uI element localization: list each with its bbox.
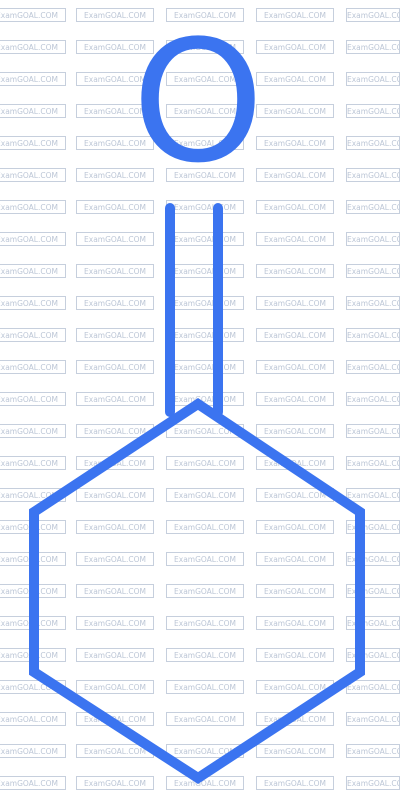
watermark-tile: ExamGOAL.COM [166, 456, 244, 470]
watermark-tile: ExamGOAL.COM [166, 136, 244, 150]
watermark-tile: ExamGOAL.COM [76, 328, 154, 342]
watermark-tile: ExamGOAL.COM [166, 648, 244, 662]
oxygen-atom-label: O [132, 4, 264, 200]
watermark-tile: ExamGOAL.COM [256, 552, 334, 566]
watermark-tile: ExamGOAL.COM [166, 72, 244, 86]
watermark-tile: ExamGOAL.COM [76, 296, 154, 310]
watermark-tile: ExamGOAL.COM [0, 392, 66, 406]
watermark-tile: ExamGOAL.COM [76, 520, 154, 534]
watermark-tile: ExamGOAL.COM [0, 200, 66, 214]
watermark-tile: ExamGOAL.COM [76, 104, 154, 118]
watermark-tile: ExamGOAL.COM [0, 296, 66, 310]
watermark-tile: ExamGOAL.COM [0, 40, 66, 54]
watermark-tile: ExamGOAL.COM [166, 616, 244, 630]
watermark-tile: ExamGOAL.COM [76, 488, 154, 502]
watermark-tile: ExamGOAL.COM [256, 296, 334, 310]
watermark-tile: ExamGOAL.COM [166, 40, 244, 54]
watermark-tile: ExamGOAL.COM [76, 616, 154, 630]
watermark-tile: ExamGOAL.COM [256, 264, 334, 278]
watermark-tile: ExamGOAL.COM [256, 328, 334, 342]
watermark-tile: ExamGOAL.COM [256, 584, 334, 598]
watermark-tile: ExamGOAL.COM [76, 360, 154, 374]
cyclohexane-ring [29, 398, 365, 784]
watermark-tile: ExamGOAL.COM [256, 744, 334, 758]
watermark-tile: ExamGOAL.COM [166, 168, 244, 182]
watermark-tile: ExamGOAL.COM [76, 552, 154, 566]
watermark-tile: ExamGOAL.COM [166, 520, 244, 534]
watermark-tile: ExamGOAL.COM [0, 424, 66, 438]
watermark-tile: ExamGOAL.COM [256, 232, 334, 246]
watermark-tile: ExamGOAL.COM [76, 232, 154, 246]
watermark-tile: ExamGOAL.COM [256, 776, 334, 790]
watermark-tile: ExamGOAL.COM [256, 520, 334, 534]
watermark-tile: ExamGOAL.COM [0, 264, 66, 278]
watermark-tile: ExamGOAL.COM [76, 264, 154, 278]
watermark-tile: ExamGOAL.COM [0, 776, 66, 790]
watermark-tile: ExamGOAL.COM [0, 136, 66, 150]
watermark-tile: ExamGOAL.COM [76, 680, 154, 694]
watermark-tile: ExamGOAL.COM [76, 168, 154, 182]
watermark-tile: ExamGOAL.COM [256, 616, 334, 630]
watermark-tile: ExamGOAL.COM [76, 648, 154, 662]
watermark-tile: ExamGOAL.COM [166, 488, 244, 502]
watermark-tile: ExamGOAL.COM [0, 8, 66, 22]
watermark-tile: ExamGOAL.COM [256, 392, 334, 406]
watermark-tile: ExamGOAL.COM [166, 8, 244, 22]
watermark-tile: ExamGOAL.COM [256, 200, 334, 214]
watermark-tile: ExamGOAL.COM [256, 104, 334, 118]
watermark-tile: ExamGOAL.COM [76, 72, 154, 86]
watermark-tile: ExamGOAL.COM [166, 680, 244, 694]
watermark-tile: ExamGOAL.COM [166, 584, 244, 598]
watermark-tile: ExamGOAL.COM [256, 648, 334, 662]
watermark-tile: ExamGOAL.COM [256, 424, 334, 438]
watermark-tile: ExamGOAL.COM [76, 40, 154, 54]
watermark-tile: ExamGOAL.COM [256, 136, 334, 150]
watermark-tile: ExamGOAL.COM [0, 104, 66, 118]
watermark-tile: ExamGOAL.COM [256, 8, 334, 22]
watermark-tile: ExamGOAL.COM [256, 168, 334, 182]
watermark-tile: ExamGOAL.COM [166, 712, 244, 726]
watermark-tile: ExamGOAL.COM [256, 72, 334, 86]
watermark-tile: ExamGOAL.COM [76, 136, 154, 150]
watermark-tile: ExamGOAL.COM [76, 200, 154, 214]
watermark-tile: ExamGOAL.COM [0, 360, 66, 374]
watermark-tile: ExamGOAL.COM [0, 744, 66, 758]
watermark-tile: ExamGOAL.COM [76, 392, 154, 406]
watermark-tile: ExamGOAL.COM [256, 360, 334, 374]
watermark-tile: ExamGOAL.COM [166, 104, 244, 118]
watermark-tile: ExamGOAL.COM [76, 8, 154, 22]
watermark-tile: ExamGOAL.COM [256, 40, 334, 54]
watermark-tile: ExamGOAL.COM [166, 552, 244, 566]
watermark-tile: ExamGOAL.COM [76, 776, 154, 790]
watermark-tile: ExamGOAL.COM [0, 328, 66, 342]
watermark-tile: ExamGOAL.COM [0, 712, 66, 726]
watermark-tile: ExamGOAL.COM [0, 456, 66, 470]
watermark-tile: ExamGOAL.COM [76, 584, 154, 598]
watermark-tile: ExamGOAL.COM [0, 232, 66, 246]
watermark-tile: ExamGOAL.COM [0, 72, 66, 86]
watermark-tile: ExamGOAL.COM [0, 168, 66, 182]
